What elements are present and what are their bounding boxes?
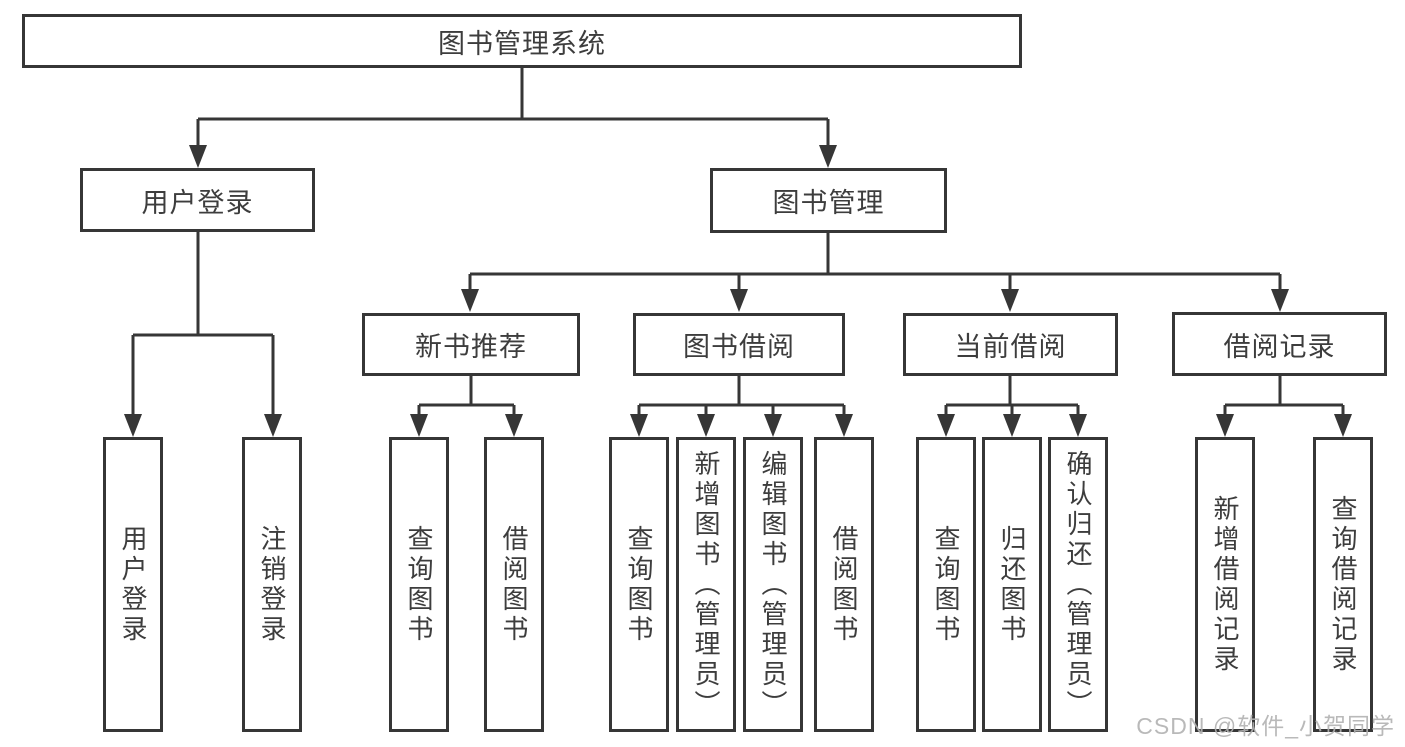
node-book-management: 图书管理 xyxy=(710,168,947,233)
node-current-borrow-label: 当前借阅 xyxy=(954,332,1067,362)
node-book-borrow-label: 图书借阅 xyxy=(683,332,795,362)
leaf-add-book-admin: 新增图书（管理员） xyxy=(676,437,736,732)
leaf-logout: 注销登录 xyxy=(242,437,302,732)
arrowheads xyxy=(124,145,1352,437)
leaf-add-book-admin-label: 新增图书（管理员） xyxy=(691,449,721,720)
node-user-login: 用户登录 xyxy=(80,168,315,232)
leaf-add-borrow-record: 新增借阅记录 xyxy=(1195,437,1255,732)
leaf-add-borrow-record-label: 新增借阅记录 xyxy=(1210,494,1240,675)
node-book-management-label: 图书管理 xyxy=(772,188,885,218)
leaf-confirm-return-admin-label: 确认归还（管理员） xyxy=(1063,449,1093,720)
leaf-user-login-label: 用户登录 xyxy=(118,524,148,645)
leaf-logout-label: 注销登录 xyxy=(257,524,287,645)
leaf-query-books-borrow-label: 查询图书 xyxy=(624,524,654,645)
leaf-confirm-return-admin: 确认归还（管理员） xyxy=(1048,437,1108,732)
leaf-borrow-books: 借阅图书 xyxy=(814,437,874,732)
node-user-login-label: 用户登录 xyxy=(141,187,254,218)
node-borrow-record: 借阅记录 xyxy=(1172,312,1387,376)
leaf-return-book: 归还图书 xyxy=(982,437,1042,732)
leaf-edit-book-admin: 编辑图书（管理员） xyxy=(743,437,803,732)
node-new-book-recommend-label: 新书推荐 xyxy=(415,332,527,362)
node-root: 图书管理系统 xyxy=(22,14,1022,68)
node-current-borrow: 当前借阅 xyxy=(903,313,1118,376)
leaf-query-books-current-label: 查询图书 xyxy=(931,524,961,645)
leaf-user-login: 用户登录 xyxy=(103,437,163,732)
node-root-label: 图书管理系统 xyxy=(438,28,606,59)
leaf-return-book-label: 归还图书 xyxy=(997,524,1027,645)
leaf-query-books-borrow: 查询图书 xyxy=(609,437,669,732)
leaf-query-books-recommend-label: 查询图书 xyxy=(404,524,434,645)
csdn-watermark: CSDN @软件_小贺同学 xyxy=(1136,713,1395,739)
leaf-borrow-books-label: 借阅图书 xyxy=(829,524,859,645)
leaf-query-books-recommend: 查询图书 xyxy=(389,437,449,732)
leaf-query-books-current: 查询图书 xyxy=(916,437,976,732)
connector-paths xyxy=(131,68,1345,421)
node-book-borrow: 图书借阅 xyxy=(633,313,845,376)
node-new-book-recommend: 新书推荐 xyxy=(362,313,580,376)
leaf-query-borrow-record: 查询借阅记录 xyxy=(1313,437,1373,732)
leaf-borrow-books-recommend-label: 借阅图书 xyxy=(499,524,529,645)
leaf-edit-book-admin-label: 编辑图书（管理员） xyxy=(758,449,788,720)
leaf-query-borrow-record-label: 查询借阅记录 xyxy=(1328,494,1358,675)
leaf-borrow-books-recommend: 借阅图书 xyxy=(484,437,544,732)
node-borrow-record-label: 借阅记录 xyxy=(1223,331,1336,362)
